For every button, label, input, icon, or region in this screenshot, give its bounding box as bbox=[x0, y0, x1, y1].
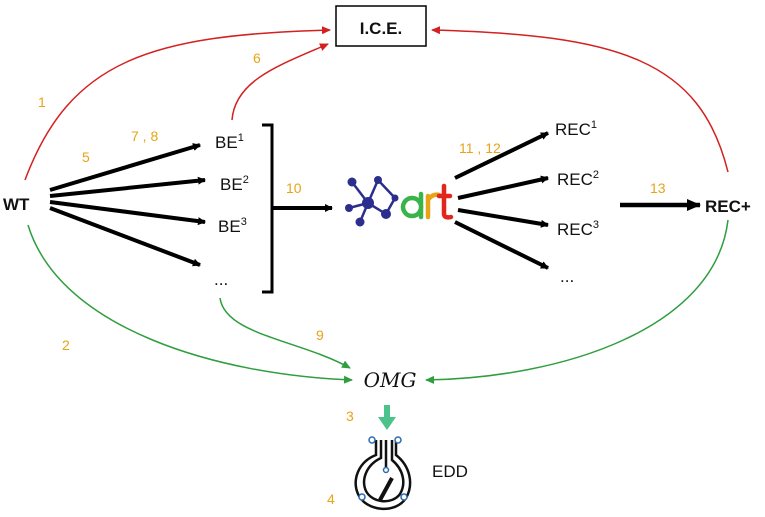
ice-node: I.C.E. bbox=[335, 5, 427, 47]
edd-circuit-icon bbox=[354, 436, 412, 511]
step-1: 1 bbox=[38, 94, 46, 110]
arrow-be-to-ice bbox=[231, 43, 329, 121]
arrow-art-rec1 bbox=[454, 131, 549, 180]
step-13: 13 bbox=[650, 180, 666, 196]
step-6: 6 bbox=[253, 50, 261, 66]
step-7-8: 7 , 8 bbox=[131, 128, 158, 144]
step-3: 3 bbox=[346, 408, 354, 424]
be-bracket bbox=[262, 123, 274, 294]
art-to-rec-arrows bbox=[454, 131, 549, 270]
arrow-art-rec2 bbox=[457, 175, 549, 200]
be3-label: BE3 bbox=[218, 216, 247, 236]
edd-down-arrow bbox=[378, 405, 396, 430]
step-11-12: 11 , 12 bbox=[459, 140, 501, 156]
be1-label: BE1 bbox=[215, 132, 244, 152]
wt-label: WT bbox=[3, 195, 30, 214]
arrow-wt-be1 bbox=[49, 143, 201, 192]
step-4: 4 bbox=[327, 491, 335, 507]
rec2-label: REC2 bbox=[557, 169, 599, 189]
rec1-label: REC1 bbox=[555, 119, 597, 139]
recplus-label: REC+ bbox=[705, 197, 751, 216]
arrow-recplus-to-omg bbox=[425, 219, 729, 384]
arrow-wt-be2 bbox=[49, 176, 206, 198]
arrow-art-rec-more bbox=[454, 220, 549, 270]
be2-label: BE2 bbox=[220, 174, 249, 194]
arrow-wt-to-omg bbox=[27, 224, 353, 384]
edd-label: EDD bbox=[432, 462, 468, 481]
art-hub-dots bbox=[345, 176, 399, 227]
arrow-recplus-to-ice bbox=[431, 26, 729, 173]
ice-label: I.C.E. bbox=[360, 19, 403, 38]
wt-to-be-arrows bbox=[49, 143, 206, 267]
arrow-art-rec3 bbox=[457, 208, 549, 228]
be-more-label: ... bbox=[214, 270, 228, 289]
step-10: 10 bbox=[286, 180, 302, 196]
arrow-wt-be3 bbox=[49, 200, 206, 226]
arrow-wt-to-ice bbox=[24, 26, 331, 181]
art-logo: art bbox=[345, 176, 454, 227]
rec-more-label: ... bbox=[560, 267, 574, 286]
omg-label: OMG bbox=[364, 368, 417, 392]
art-wordmark bbox=[400, 183, 454, 220]
step-2: 2 bbox=[62, 337, 70, 353]
arrow-wt-be-more bbox=[49, 206, 201, 267]
step-5: 5 bbox=[82, 149, 90, 165]
arrow-be-to-omg bbox=[219, 297, 351, 369]
step-9: 9 bbox=[316, 327, 324, 343]
rec3-label: REC3 bbox=[557, 219, 599, 239]
